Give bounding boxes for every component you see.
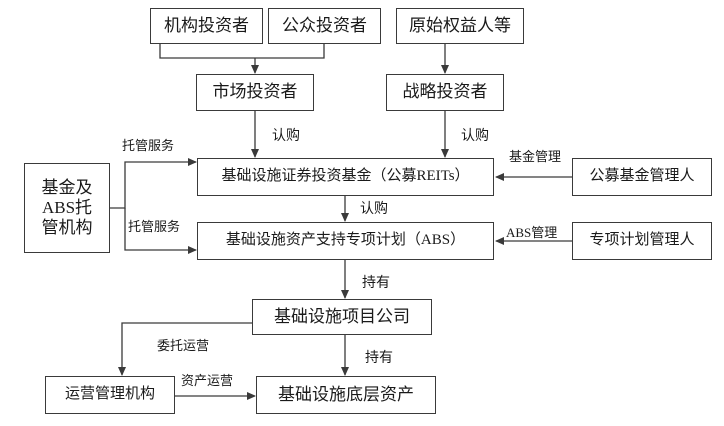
node-institutional-investor[interactable]: 机构投资者: [150, 8, 263, 44]
node-reits-fund[interactable]: 基础设施证券投资基金（公募REITs）: [197, 158, 494, 196]
edge-label-entrusted-operation: 委托运营: [157, 338, 210, 353]
edge-investors-bus: [159, 44, 325, 59]
edge-label-hold-underlying-asset: 持有: [365, 351, 393, 366]
node-public-fund-manager[interactable]: 公募基金管理人: [572, 158, 712, 196]
edge-custodian-to-reits: [110, 158, 197, 209]
edge-label-asset-operation: 资产运营: [181, 373, 234, 388]
edge-label-subscribe-reits: 认购: [272, 129, 300, 144]
edge-label-hold-project-company: 持有: [362, 276, 390, 291]
node-market-investor[interactable]: 市场投资者: [196, 74, 314, 111]
node-strategic-investor[interactable]: 战略投资者: [386, 74, 504, 111]
node-underlying-asset[interactable]: 基础设施底层资产: [256, 376, 436, 414]
node-operation-manager[interactable]: 运营管理机构: [45, 376, 175, 414]
edge-label-custody-service-abs: 托管服务: [128, 219, 181, 234]
node-original-owner[interactable]: 原始权益人等: [396, 8, 524, 44]
node-abs-plan[interactable]: 基础设施资产支持专项计划（ABS）: [197, 222, 494, 260]
node-custodian[interactable]: 基金及 ABS托 管机构: [24, 163, 110, 253]
edge-label-custody-service-fund: 托管服务: [122, 138, 175, 153]
node-public-investor[interactable]: 公众投资者: [268, 8, 381, 44]
node-abs-plan-manager[interactable]: 专项计划管理人: [572, 222, 712, 260]
node-project-company[interactable]: 基础设施项目公司: [252, 299, 432, 335]
edge-label-subscribe-abs: 认购: [360, 202, 388, 217]
edge-label-abs-management: ABS管理: [506, 225, 558, 240]
edge-label-fund-management: 基金管理: [509, 149, 562, 164]
edge-label-subscribe-reits-strategic: 认购: [461, 129, 489, 144]
